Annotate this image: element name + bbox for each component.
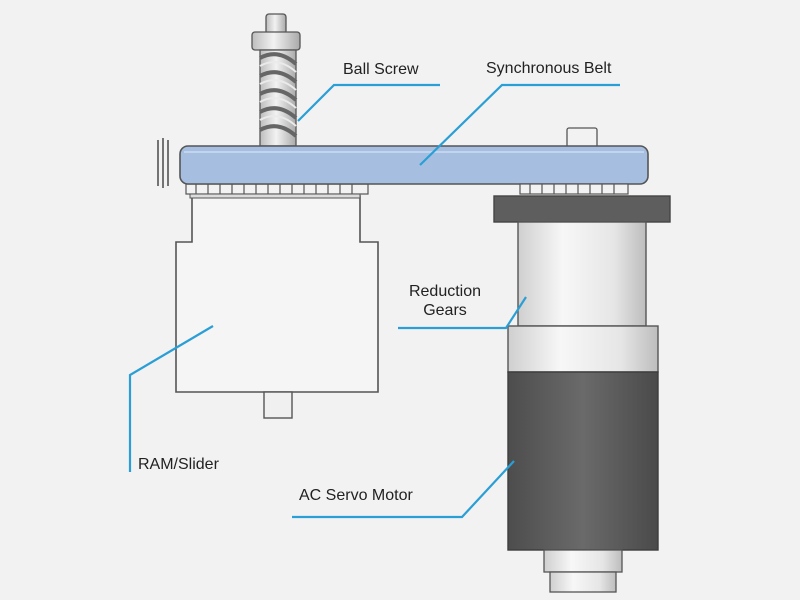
label-ram-slider: RAM/Slider [138, 456, 219, 473]
reduction-gears [493, 195, 671, 327]
ram-output-stub [263, 391, 293, 419]
label-reduction-gears-line2: Gears [423, 302, 467, 319]
synchronous-belt [179, 145, 649, 185]
ball-screw [251, 13, 301, 147]
left-pulley [185, 183, 369, 199]
leader-ac-servo-motor [292, 460, 515, 519]
right-pulley-cap [566, 127, 598, 149]
guide-ribs [157, 138, 169, 188]
label-reduction-gears-line1: Reduction [408, 283, 482, 300]
ac-servo-motor [507, 325, 659, 593]
leader-lines [128, 83, 620, 519]
label-ac-servo-motor: AC Servo Motor [299, 487, 413, 504]
ram-slider [175, 195, 379, 419]
label-synchronous-belt: Synchronous Belt [486, 60, 612, 77]
leader-reduction-gears [398, 296, 527, 330]
leader-ram-slider [128, 325, 214, 472]
label-reduction-gears: Reduction Gears [390, 282, 500, 320]
leader-synchronous-belt [419, 83, 620, 166]
leader-ball-screw [297, 83, 440, 122]
label-ball-screw: Ball Screw [343, 61, 419, 78]
right-pulley [519, 183, 629, 195]
